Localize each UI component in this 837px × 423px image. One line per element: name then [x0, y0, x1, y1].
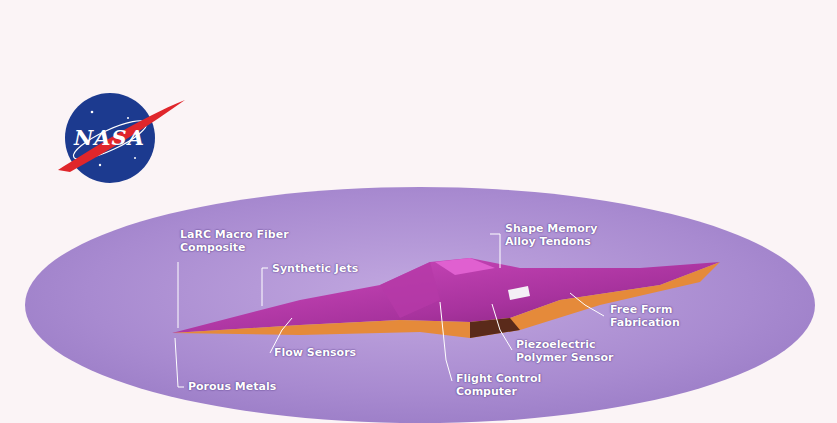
part-label: Piezoelectric Polymer Sensor	[516, 338, 626, 364]
part-label: Shape Memory Alloy Tendons	[505, 222, 620, 248]
part-label: Flow Sensors	[274, 346, 384, 359]
nasa-logo	[58, 93, 185, 183]
logo-text: NASA	[74, 126, 154, 150]
part-label: Synthetic Jets	[272, 262, 382, 275]
part-label: LaRC Macro Fiber Composite	[180, 228, 290, 254]
backdrop-ellipse	[25, 187, 815, 423]
morphing-aircraft	[172, 258, 720, 338]
part-label: Free Form Fabrication	[610, 303, 705, 329]
part-label: Flight Control Computer	[456, 372, 566, 398]
leader-lines	[175, 234, 604, 387]
part-label: Porous Metals	[188, 380, 298, 393]
